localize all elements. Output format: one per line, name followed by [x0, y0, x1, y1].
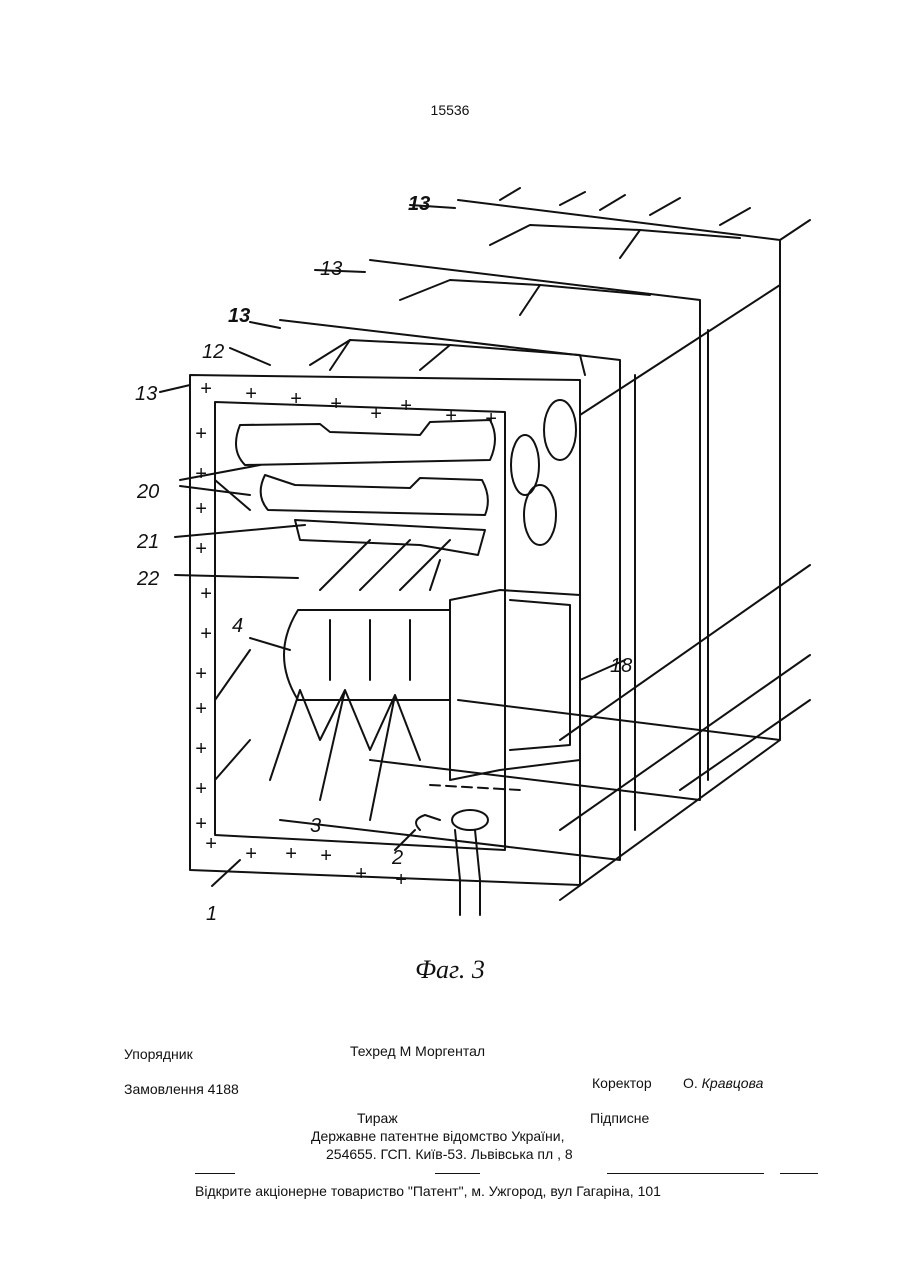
- top-body-1: [310, 340, 585, 375]
- separator-rule: [435, 1173, 480, 1174]
- label-22: 22: [136, 568, 159, 590]
- front-frame-inner: [215, 402, 505, 850]
- svg-text:+: +: [195, 778, 207, 800]
- svg-text:+: +: [195, 813, 207, 835]
- svg-text:+: +: [370, 403, 382, 425]
- circulation-label: Тираж: [357, 1110, 398, 1126]
- corrector-surname: Кравцова: [702, 1075, 764, 1091]
- svg-text:+: +: [285, 843, 297, 865]
- label-18: 18: [610, 655, 632, 677]
- label-4: 4: [232, 615, 243, 637]
- svg-text:+: +: [195, 423, 207, 445]
- figure-caption: Фаг. 3: [0, 955, 900, 985]
- separator-rule: [607, 1173, 764, 1174]
- svg-text:+: +: [290, 388, 302, 410]
- publisher-line: Відкрите акціонерне товариство "Патент",…: [195, 1183, 661, 1199]
- techred-label: Техред М Моргентал: [350, 1043, 485, 1059]
- separator-rule: [195, 1173, 235, 1174]
- svg-text:+: +: [195, 538, 207, 560]
- label-13-third: 13: [228, 305, 250, 327]
- label-13-top: 13: [408, 193, 430, 215]
- top-body-3: [490, 225, 740, 245]
- svg-text:+: +: [400, 395, 412, 417]
- compiler-label: Упорядник: [124, 1046, 193, 1062]
- corrector-name: О. Кравцова: [683, 1075, 763, 1091]
- cylinder-lower: [295, 520, 485, 555]
- subscription-label: Підписне: [590, 1110, 649, 1126]
- svg-text:+: +: [330, 393, 342, 415]
- label-1: 1: [206, 903, 217, 925]
- svg-text:+: +: [200, 378, 212, 400]
- office-address: 254655. ГСП. Київ-53. Львівська пл , 8: [326, 1146, 573, 1162]
- svg-text:+: +: [195, 698, 207, 720]
- svg-text:+: +: [445, 405, 457, 427]
- svg-text:+: +: [245, 383, 257, 405]
- svg-text:+: +: [395, 869, 407, 891]
- label-13-second: 13: [320, 258, 342, 280]
- svg-text:+: +: [195, 663, 207, 685]
- technical-drawing: +++ +++ ++ +++ +++ +++ ++ +++ +++ 13 13 …: [120, 180, 820, 940]
- label-20: 20: [136, 481, 159, 503]
- svg-text:+: +: [320, 845, 332, 867]
- page-number: 15536: [0, 102, 900, 118]
- patent-office: Державне патентне відомство України,: [311, 1128, 565, 1144]
- block-18: [450, 590, 580, 780]
- label-2: 2: [391, 847, 403, 869]
- svg-text:+: +: [485, 408, 497, 430]
- front-frame-outer: [190, 375, 580, 885]
- label-21: 21: [136, 531, 159, 553]
- rear-plate-2: [370, 260, 700, 800]
- separator-rule: [780, 1173, 818, 1174]
- order-number: Замовлення 4188: [124, 1081, 239, 1097]
- cylinder-middle: [261, 475, 488, 515]
- svg-text:+: +: [200, 623, 212, 645]
- label-13-front: 13: [135, 383, 157, 405]
- svg-text:+: +: [245, 843, 257, 865]
- electrodes-3: [270, 690, 420, 820]
- corrector-label: Коректор: [592, 1075, 652, 1091]
- svg-text:+: +: [195, 738, 207, 760]
- mechanism-4: [284, 610, 450, 700]
- svg-text:+: +: [200, 583, 212, 605]
- svg-text:+: +: [355, 863, 367, 885]
- label-12: 12: [202, 341, 224, 363]
- label-3: 3: [310, 815, 321, 837]
- nozzle-2: [416, 815, 440, 830]
- corrector-initial: О.: [683, 1075, 698, 1091]
- svg-text:+: +: [195, 498, 207, 520]
- svg-text:+: +: [205, 833, 217, 855]
- svg-text:+: +: [195, 463, 207, 485]
